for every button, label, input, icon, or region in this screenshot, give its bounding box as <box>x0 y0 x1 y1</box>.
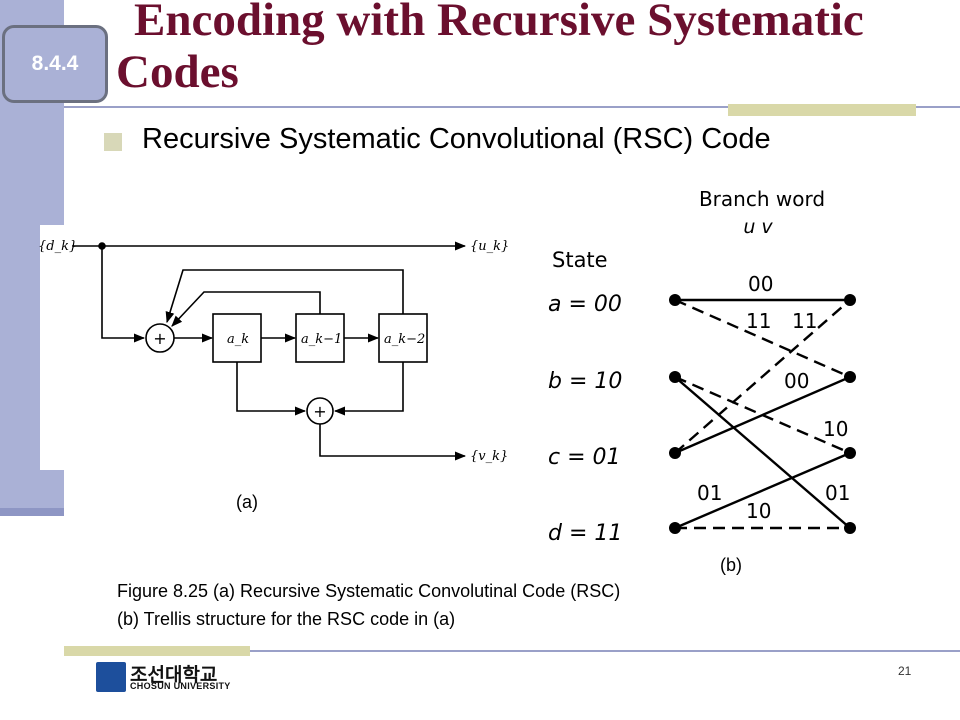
slide-title: Encoding with Recursive Systematic Codes <box>116 0 864 98</box>
title-accent-bar <box>728 104 916 116</box>
state-c: c = 01 <box>548 445 621 470</box>
sidebar-inner-panel <box>40 225 64 470</box>
output-v-label: {v_k} <box>470 449 508 464</box>
reg1-to-parity-line <box>236 362 307 416</box>
trellis-header: Branch word <box>699 187 825 211</box>
figure-caption-line2: (b) Trellis structure for the RSC code i… <box>117 609 456 629</box>
branch-label-10-right: 10 <box>823 417 848 441</box>
node-right-d <box>844 522 856 534</box>
branch-label-00-top: 00 <box>748 272 773 296</box>
branch-d-c <box>674 451 851 530</box>
trellis-sublabel: (b) <box>720 555 742 575</box>
branch-label-11-right: 11 <box>792 309 817 333</box>
parity-output-line <box>319 424 467 461</box>
footer-accent-bar <box>64 646 250 656</box>
node-left-c <box>669 447 681 459</box>
input-label: {d_k} <box>38 239 77 254</box>
logo-korean-text: 조선대학교 <box>130 665 218 686</box>
bullet-text: Recursive Systematic Convolutional (RSC)… <box>142 123 771 155</box>
input-to-adder-line <box>101 246 146 343</box>
branch-label-11-left: 11 <box>746 309 771 333</box>
state-d: d = 11 <box>548 521 622 546</box>
node-right-b <box>844 371 856 383</box>
state-header: State <box>552 248 608 272</box>
branch-b-c <box>674 375 851 455</box>
register-ak-1-label: a_k−1 <box>301 332 342 347</box>
branch-label-01-right: 01 <box>825 481 850 505</box>
branch-label-00-mid: 00 <box>784 369 809 393</box>
branch-a-b <box>674 298 851 379</box>
node-left-b <box>669 371 681 383</box>
state-b: b = 10 <box>548 369 622 394</box>
branch-label-01-left: 01 <box>697 481 722 505</box>
register-ak-2-label: a_k−2 <box>384 332 425 347</box>
feedback-line-reg2 <box>171 291 321 327</box>
title-divider <box>64 106 960 108</box>
sidebar-bottom-edge <box>0 508 64 516</box>
encoder-sublabel: (a) <box>236 492 258 512</box>
node-right-a <box>844 294 856 306</box>
feedback-line-reg3 <box>165 269 404 324</box>
rsc-encoder-diagram <box>72 241 467 461</box>
page-number: 21 <box>898 664 912 678</box>
register-ak-label: a_k <box>227 332 249 347</box>
branch-label-10-bottom: 10 <box>746 499 771 523</box>
section-number: 8.4.4 <box>31 52 79 75</box>
bullet-marker <box>104 133 122 151</box>
node-left-a <box>669 294 681 306</box>
state-a: a = 00 <box>548 292 622 317</box>
section-number-badge: 8.4.4 <box>2 25 108 103</box>
output-u-label: {u_k} <box>470 239 509 254</box>
parity-adder-symbol: + <box>313 402 326 421</box>
trellis-header-uv: u v <box>743 216 773 238</box>
branch-c-a <box>674 299 851 454</box>
logo-english-text: CHOSUN UNIVERSITY <box>130 681 231 691</box>
node-right-c <box>844 447 856 459</box>
footer-divider <box>250 650 960 652</box>
node-left-d <box>669 522 681 534</box>
university-emblem-icon <box>96 662 126 692</box>
trellis-diagram <box>674 298 851 530</box>
reg3-to-parity-line <box>333 362 404 416</box>
branch-b-d <box>674 376 851 529</box>
feedback-adder-symbol: + <box>153 329 166 348</box>
university-logo: 조선대학교 CHOSUN UNIVERSITY <box>96 662 231 692</box>
figure-caption-line1: Figure 8.25 (a) Recursive Systematic Con… <box>117 581 621 601</box>
